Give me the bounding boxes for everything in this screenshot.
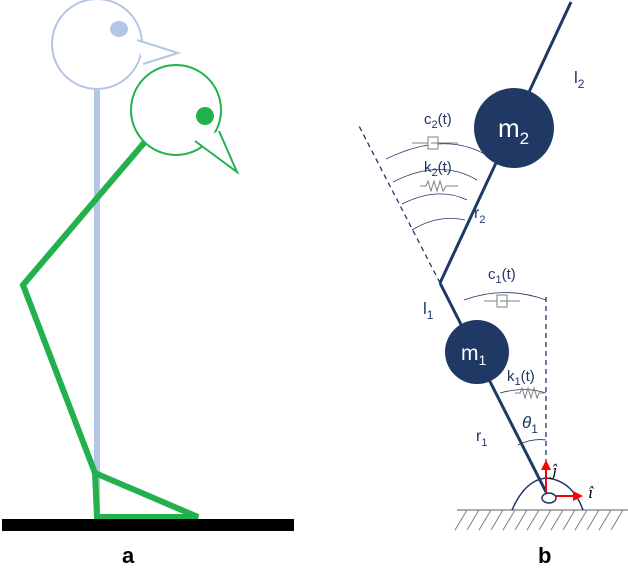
mass-2 (474, 88, 554, 168)
damper-c1 (484, 294, 520, 308)
upright-figure (51, 0, 182, 520)
mass-1 (445, 320, 509, 384)
label-r2: r2 (474, 205, 485, 226)
coordinate-axes: ĵ î (541, 460, 594, 504)
ankle-pivot (541, 492, 557, 504)
upright-eye (110, 21, 128, 37)
panel-letter-b: b (538, 543, 551, 568)
bent-figure (19, 64, 240, 520)
j-arrowhead (541, 460, 551, 470)
i-arrowhead (573, 491, 583, 501)
label-l2: l2 (574, 68, 585, 91)
j-axis-label: ĵ (549, 462, 558, 480)
label-theta1: θ1 (522, 413, 538, 436)
panel-b: m2 m1 l2 c2(t) k2(t) r2 c1(t) l1 k1(t) θ… (357, 1, 628, 568)
label-r1: r1 (476, 428, 487, 449)
label-l1: l1 (423, 299, 434, 322)
green-beak (194, 130, 240, 176)
green-leg (19, 135, 200, 520)
label-c1: c1(t) (488, 266, 516, 286)
label-k2: k2(t) (424, 159, 452, 179)
ground-bar (2, 519, 294, 531)
upright-head (51, 0, 143, 90)
link1-extension-line (357, 123, 441, 284)
green-head (130, 64, 222, 156)
upright-beak (136, 39, 182, 65)
i-axis-label: î (588, 484, 594, 502)
label-k1: k1(t) (507, 368, 535, 388)
ankle-angle-arcs (463, 292, 547, 446)
panel-a: a (2, 0, 294, 568)
spring-k1 (515, 386, 544, 400)
mass-2-label: m2 (498, 113, 529, 148)
link-1 (438, 282, 548, 493)
damper-c2 (412, 136, 458, 150)
ground-hatch (454, 509, 628, 531)
label-c2: c2(t) (424, 111, 452, 131)
spring-k2 (420, 179, 458, 193)
green-eye (196, 107, 214, 125)
panel-letter-a: a (122, 543, 135, 568)
mass-1-label: m1 (461, 342, 487, 368)
